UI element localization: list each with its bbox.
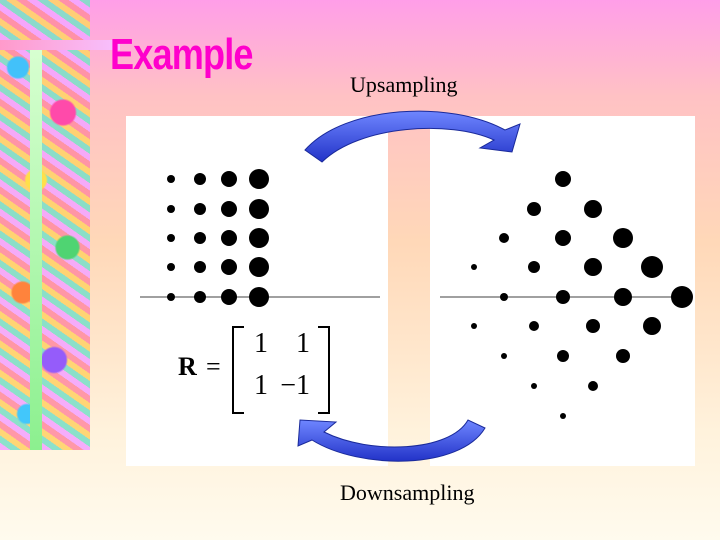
lattice-dot (221, 201, 237, 217)
matrix-cell-r2c1: 1 (254, 370, 268, 401)
lattice-dot (529, 321, 539, 331)
lattice-dot (167, 234, 175, 242)
upsampling-label: Upsampling (350, 72, 458, 97)
left-lattice-panel (126, 116, 388, 466)
lattice-dot (555, 171, 571, 187)
decorative-bar-horizontal (0, 40, 120, 50)
matrix-bracket-left (232, 326, 244, 414)
lattice-dot (194, 232, 206, 244)
right-lattice-panel (430, 116, 695, 466)
lattice-dot (221, 289, 237, 305)
lattice-dot (501, 353, 507, 359)
lattice-dot (586, 319, 600, 333)
lattice-dot (500, 293, 508, 301)
lattice-dot (499, 233, 509, 243)
lattice-dot (641, 256, 663, 278)
lattice-dot (671, 286, 693, 308)
equals-sign: = (206, 352, 221, 381)
lattice-dot (249, 287, 269, 307)
lattice-dot (584, 200, 602, 218)
lattice-dot (560, 413, 566, 419)
lattice-dot (167, 175, 175, 183)
lattice-dot (555, 230, 571, 246)
lattice-dot (221, 171, 237, 187)
lattice-dot (527, 202, 541, 216)
downsampling-label: Downsampling (340, 480, 475, 505)
matrix-cell-r2c2: −1 (280, 370, 310, 401)
lattice-dot (557, 350, 569, 362)
lattice-dot (249, 228, 269, 248)
lattice-dot (249, 257, 269, 277)
matrix-bracket-right (318, 326, 330, 414)
lattice-dot (194, 203, 206, 215)
lattice-dot (167, 205, 175, 213)
lattice-dot (249, 169, 269, 189)
lattice-dot (221, 259, 237, 275)
lattice-dot (471, 264, 477, 270)
matrix-cell-r1c1: 1 (254, 328, 268, 359)
matrix-symbol: R (178, 352, 197, 381)
lattice-dot (616, 349, 630, 363)
lattice-dot (167, 263, 175, 271)
lattice-dot (528, 261, 540, 273)
slide-title: Example (110, 30, 253, 79)
matrix-equation: R = 1 1 1 −1 (178, 322, 338, 414)
lattice-dot (614, 288, 632, 306)
decorative-bar-vertical (30, 50, 42, 450)
lattice-dot (643, 317, 661, 335)
lattice-dot (194, 261, 206, 273)
lattice-dot (584, 258, 602, 276)
lattice-dot (531, 383, 537, 389)
matrix-cell-r1c2: 1 (296, 328, 310, 359)
lattice-dot (588, 381, 598, 391)
upsampling-arrow (304, 110, 521, 163)
lattice-dot (194, 291, 206, 303)
lattice-dot (249, 199, 269, 219)
lattice-dot (221, 230, 237, 246)
decorative-pattern-strip (0, 0, 90, 450)
downsampling-arrow (297, 419, 486, 462)
lattice-dot (613, 228, 633, 248)
lattice-dot (556, 290, 570, 304)
lattice-dot (194, 173, 206, 185)
lattice-dot (471, 323, 477, 329)
lattice-dot (167, 293, 175, 301)
